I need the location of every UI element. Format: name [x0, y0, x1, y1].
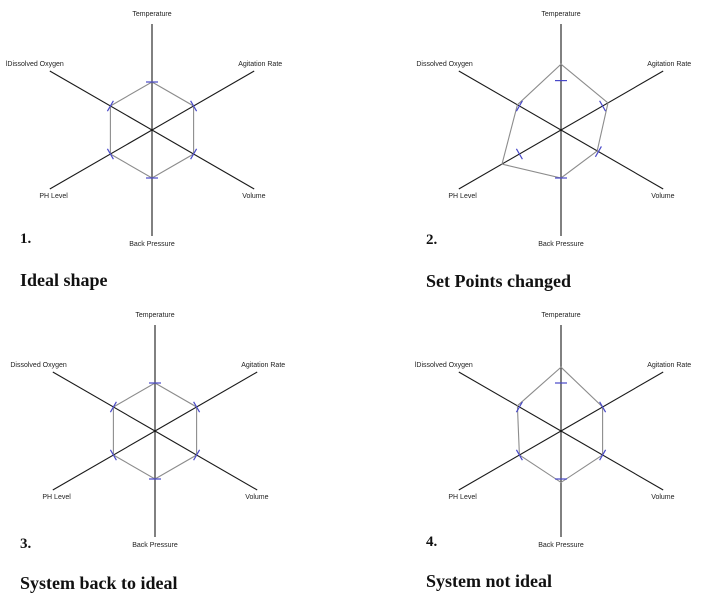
setpoint-tick-volume — [193, 449, 201, 461]
setpoint-tick-dissolved-oxygen — [106, 100, 114, 112]
setpoint-tick-dissolved-oxygen — [515, 401, 523, 413]
panel-caption: Set Points changed — [426, 271, 571, 291]
setpoint-tick-ph-level — [106, 148, 114, 160]
axis-label-volume: Volume — [242, 193, 265, 200]
axis-label-temperature: Temperature — [541, 11, 580, 18]
axis-label-back-pressure: Back Pressure — [132, 542, 178, 549]
axis-label-dissolved-oxygen: lDissolved Oxygen — [6, 61, 64, 68]
axis-label-temperature: Temperature — [541, 312, 580, 319]
axis-label-volume: Volume — [245, 494, 268, 501]
setpoint-tick-agitation-rate — [190, 100, 198, 112]
axis-agitation-rate — [154, 371, 258, 432]
panel-caption: System not ideal — [426, 571, 552, 591]
axis-volume — [560, 129, 664, 190]
axis-label-back-pressure: Back Pressure — [129, 241, 175, 248]
axis-label-volume: Volume — [651, 193, 674, 200]
axis-label-agitation-rate: Agitation Rate — [647, 362, 691, 369]
axis-agitation-rate — [560, 70, 664, 131]
axis-label-dissolved-oxygen: Dissolved Oxygen — [416, 61, 473, 68]
setpoint-tick-dissolved-oxygen — [515, 100, 523, 112]
axis-dissolved-oxygen — [52, 371, 156, 432]
setpoint-tick-ph-level — [515, 148, 523, 160]
axis-label-ph-level: PH Level — [448, 193, 477, 200]
process-shape — [516, 366, 604, 484]
axis-label-agitation-rate: Agitation Rate — [647, 61, 691, 68]
axis-label-dissolved-oxygen: lDissolved Oxygen — [415, 362, 473, 369]
axis-label-agitation-rate: Agitation Rate — [241, 362, 285, 369]
axis-label-back-pressure: Back Pressure — [538, 542, 584, 549]
setpoint-tick-ph-level — [515, 449, 523, 461]
setpoint-tick-volume — [594, 146, 602, 158]
panel-number: 2. — [426, 232, 438, 248]
axis-label-agitation-rate: Agitation Rate — [238, 61, 282, 68]
setpoint-tick-ph-level — [109, 449, 117, 461]
axis-volume — [154, 430, 258, 491]
setpoint-tick-volume — [599, 449, 607, 461]
axis-agitation-rate — [151, 70, 255, 131]
axis-agitation-rate — [560, 371, 664, 432]
panel-caption: System back to ideal — [20, 573, 178, 593]
axis-ph-level — [458, 129, 562, 190]
axis-dissolved-oxygen — [458, 70, 562, 131]
axis-volume — [151, 129, 255, 190]
axis-label-volume: Volume — [651, 494, 674, 501]
panel-caption: Ideal shape — [20, 270, 108, 290]
axis-volume — [560, 430, 664, 491]
axis-ph-level — [49, 129, 153, 190]
setpoint-tick-agitation-rate — [599, 100, 607, 112]
axis-label-back-pressure: Back Pressure — [538, 241, 584, 248]
setpoint-tick-agitation-rate — [599, 401, 607, 413]
axis-ph-level — [52, 430, 156, 491]
axis-label-temperature: Temperature — [135, 312, 174, 319]
axis-label-ph-level: PH Level — [448, 494, 477, 501]
axis-label-temperature: Temperature — [132, 11, 171, 18]
panel-number: 4. — [426, 534, 438, 550]
setpoint-tick-agitation-rate — [193, 401, 201, 413]
axis-dissolved-oxygen — [458, 371, 562, 432]
axis-dissolved-oxygen — [49, 70, 153, 131]
setpoint-tick-dissolved-oxygen — [109, 401, 117, 413]
axis-label-dissolved-oxygen: Dissolved Oxygen — [10, 362, 67, 369]
axis-ph-level — [458, 430, 562, 491]
axis-label-ph-level: PH Level — [39, 193, 68, 200]
setpoint-tick-volume — [190, 148, 198, 160]
process-shape — [501, 63, 609, 179]
panel-number: 1. — [20, 231, 32, 247]
axis-label-ph-level: PH Level — [42, 494, 71, 501]
panel-number: 3. — [20, 536, 32, 552]
